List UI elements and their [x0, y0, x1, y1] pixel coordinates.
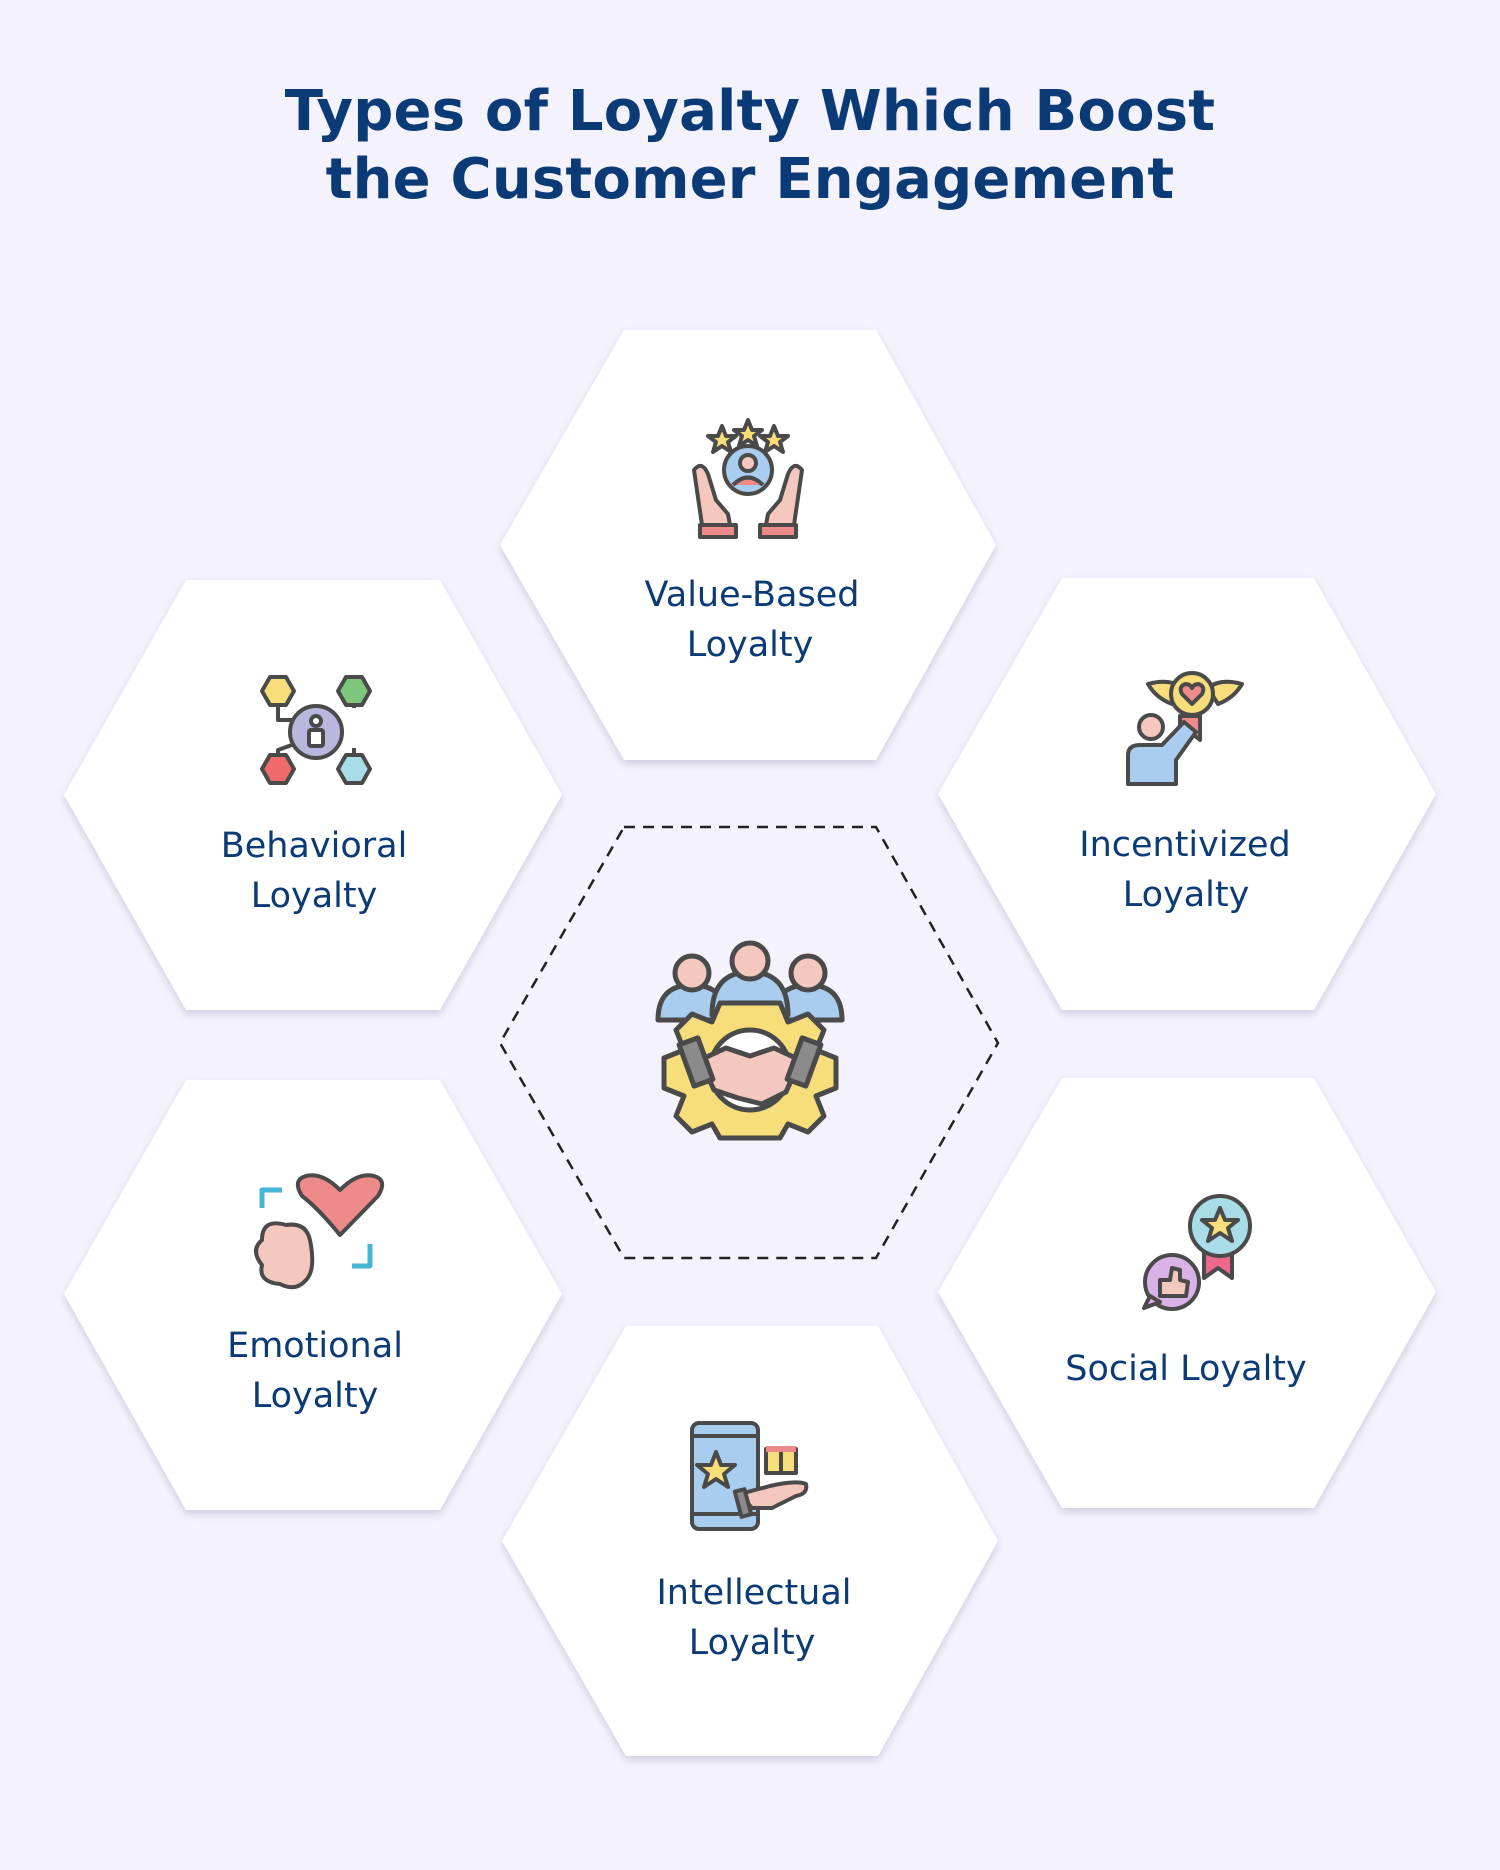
phone-star-gift-icon [690, 1421, 809, 1531]
value-based-label-line-1: Value-Based [645, 575, 860, 615]
emotional-label-line-2: Loyalty [252, 1376, 379, 1416]
hexagon-social: Social Loyalty [938, 1078, 1436, 1508]
behavioral-label-line-2: Loyalty [251, 876, 378, 916]
hexagon-incentivized: Incentivized Loyalty [938, 578, 1436, 1010]
teamwork-handshake-gear-icon [655, 940, 845, 1141]
title-line-1: Types of Loyalty Which Boost [284, 79, 1216, 144]
emotional-label-line-1: Emotional [227, 1326, 403, 1366]
value-based-label-line-2: Loyalty [687, 625, 814, 665]
incentivized-label-line-1: Incentivized [1079, 825, 1290, 865]
hexagon-value-based: Value-Based Loyalty [500, 330, 996, 760]
user-network-icon [260, 675, 372, 785]
hands-stars-user-icon [692, 418, 804, 539]
hexagon-intellectual: Intellectual Loyalty [502, 1326, 998, 1756]
thumbs-up-star-badge-icon [1142, 1194, 1252, 1311]
page-title: Types of Loyalty Which Boost the Custome… [0, 78, 1500, 214]
center-hexagon [498, 825, 1000, 1260]
intellectual-label-line-1: Intellectual [656, 1573, 851, 1613]
title-line-2: the Customer Engagement [325, 147, 1175, 212]
hexagon-emotional: Emotional Loyalty [64, 1080, 562, 1510]
social-label-line-1: Social Loyalty [1065, 1349, 1307, 1389]
intellectual-label-line-2: Loyalty [689, 1623, 816, 1663]
user-winged-badge-icon [1126, 671, 1244, 786]
brain-heart-icon [254, 1173, 385, 1290]
incentivized-label-line-2: Loyalty [1123, 875, 1250, 915]
behavioral-label-line-1: Behavioral [221, 826, 408, 866]
hexagon-behavioral: Behavioral Loyalty [64, 580, 562, 1010]
